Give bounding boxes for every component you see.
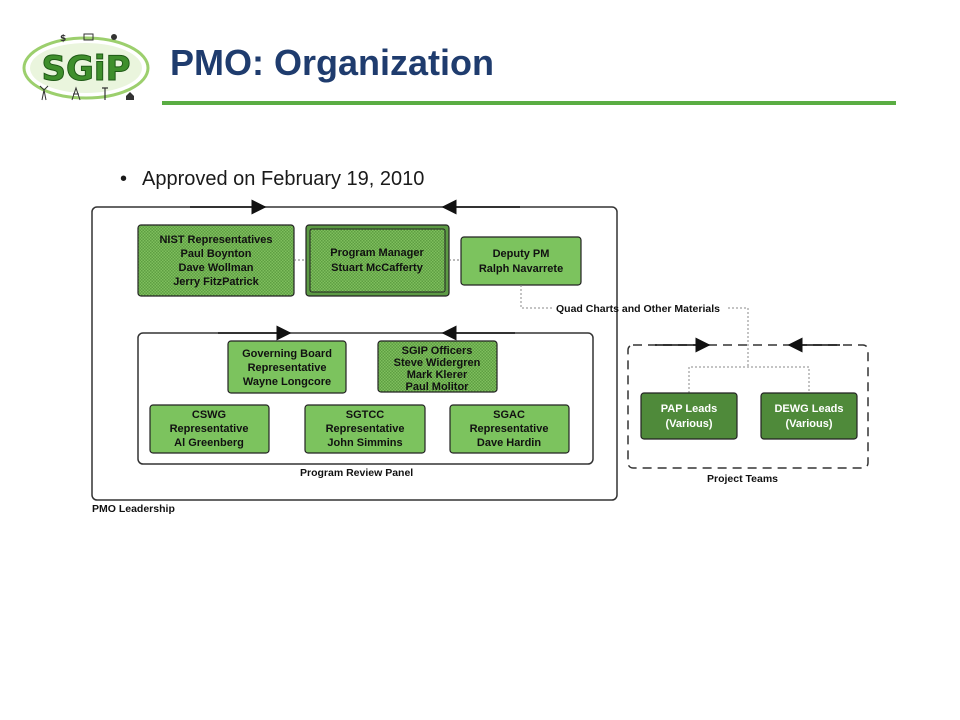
node-nist-line1: Paul Boynton: [181, 248, 252, 260]
node-dewg-title: DEWG Leads: [774, 403, 843, 415]
node-sgip-officers: SGIP Officers Steve Widergren Mark Klere…: [377, 340, 498, 393]
node-cswg-title: CSWG: [192, 409, 226, 421]
node-deputy-pm: Deputy PM Ralph Navarrete: [460, 236, 582, 286]
pmo-leadership-label: PMO Leadership: [92, 503, 175, 515]
pmo-leadership-frame: [91, 206, 618, 501]
node-nist-line3: Jerry FitzPatrick: [173, 276, 259, 288]
node-nist-title: NIST Representatives: [159, 234, 272, 246]
node-sgac: SGAC Representative Dave Hardin: [449, 404, 570, 454]
node-nist: NIST Representatives Paul Boynton Dave W…: [137, 224, 295, 297]
connector-teams: [688, 366, 810, 393]
node-pap-title: PAP Leads: [661, 403, 717, 415]
node-sgtcc-line2: John Simmins: [327, 437, 402, 449]
node-program-manager: Program Manager Stuart McCafferty: [305, 224, 450, 297]
page-title: PMO: Organization: [170, 42, 494, 83]
program-review-frame: [137, 332, 594, 465]
dollar-icon: $: [60, 34, 66, 44]
connector-quad-left: [520, 285, 552, 309]
node-gb-line1: Representative: [248, 362, 327, 374]
program-review-label: Program Review Panel: [300, 467, 413, 479]
node-dewg-line1: (Various): [785, 418, 832, 430]
node-sgtcc-line1: Representative: [326, 423, 405, 435]
node-gb-title: Governing Board: [242, 348, 332, 360]
node-sgtcc: SGTCC Representative John Simmins: [304, 404, 426, 454]
wind-turbine-icon: [39, 85, 49, 101]
node-deputy-name: Ralph Navarrete: [479, 263, 563, 275]
node-sgac-title: SGAC: [493, 409, 525, 421]
sgip-logo: SGiP $: [22, 33, 150, 101]
connector-quad-right: [728, 307, 749, 367]
node-deputy-title: Deputy PM: [493, 248, 550, 260]
pylon-icon: [71, 86, 81, 101]
bullet-item: • Approved on February 19, 2010: [120, 168, 424, 191]
node-pap-leads: PAP Leads (Various): [640, 392, 738, 440]
node-officers-line1: Steve Widergren: [394, 357, 481, 369]
pole-icon: [102, 87, 108, 100]
connector-label: Quad Charts and Other Materials: [556, 303, 720, 315]
bullet-dot: •: [120, 168, 128, 190]
node-officers-title: SGIP Officers: [402, 345, 473, 357]
node-officers-line3: Paul Molitor: [406, 381, 470, 393]
monitor-icon: [83, 33, 94, 41]
title-rule: [162, 101, 896, 105]
project-teams-frame: [627, 344, 869, 469]
project-teams-label: Project Teams: [707, 473, 778, 485]
node-sgac-line1: Representative: [470, 423, 549, 435]
node-pm-title: Program Manager: [330, 247, 424, 259]
node-cswg-line1: Representative: [170, 423, 249, 435]
node-pap-line1: (Various): [665, 418, 712, 430]
node-officers-line2: Mark Klerer: [407, 369, 468, 381]
logo-wordmark: SGiP: [42, 49, 131, 89]
node-governing-board: Governing Board Representative Wayne Lon…: [227, 340, 347, 394]
node-dewg-leads: DEWG Leads (Various): [760, 392, 858, 440]
bullet-text: Approved on February 19, 2010: [142, 168, 425, 190]
node-gb-line2: Wayne Longcore: [243, 376, 331, 388]
house-icon: [126, 92, 134, 100]
node-cswg: CSWG Representative Al Greenberg: [149, 404, 270, 454]
node-sgac-line2: Dave Hardin: [477, 437, 541, 449]
node-pm-name: Stuart McCafferty: [331, 262, 424, 274]
node-nist-line2: Dave Wollman: [179, 262, 254, 274]
node-sgtcc-title: SGTCC: [346, 409, 385, 421]
bulb-icon: [111, 34, 117, 40]
node-cswg-line2: Al Greenberg: [174, 437, 244, 449]
